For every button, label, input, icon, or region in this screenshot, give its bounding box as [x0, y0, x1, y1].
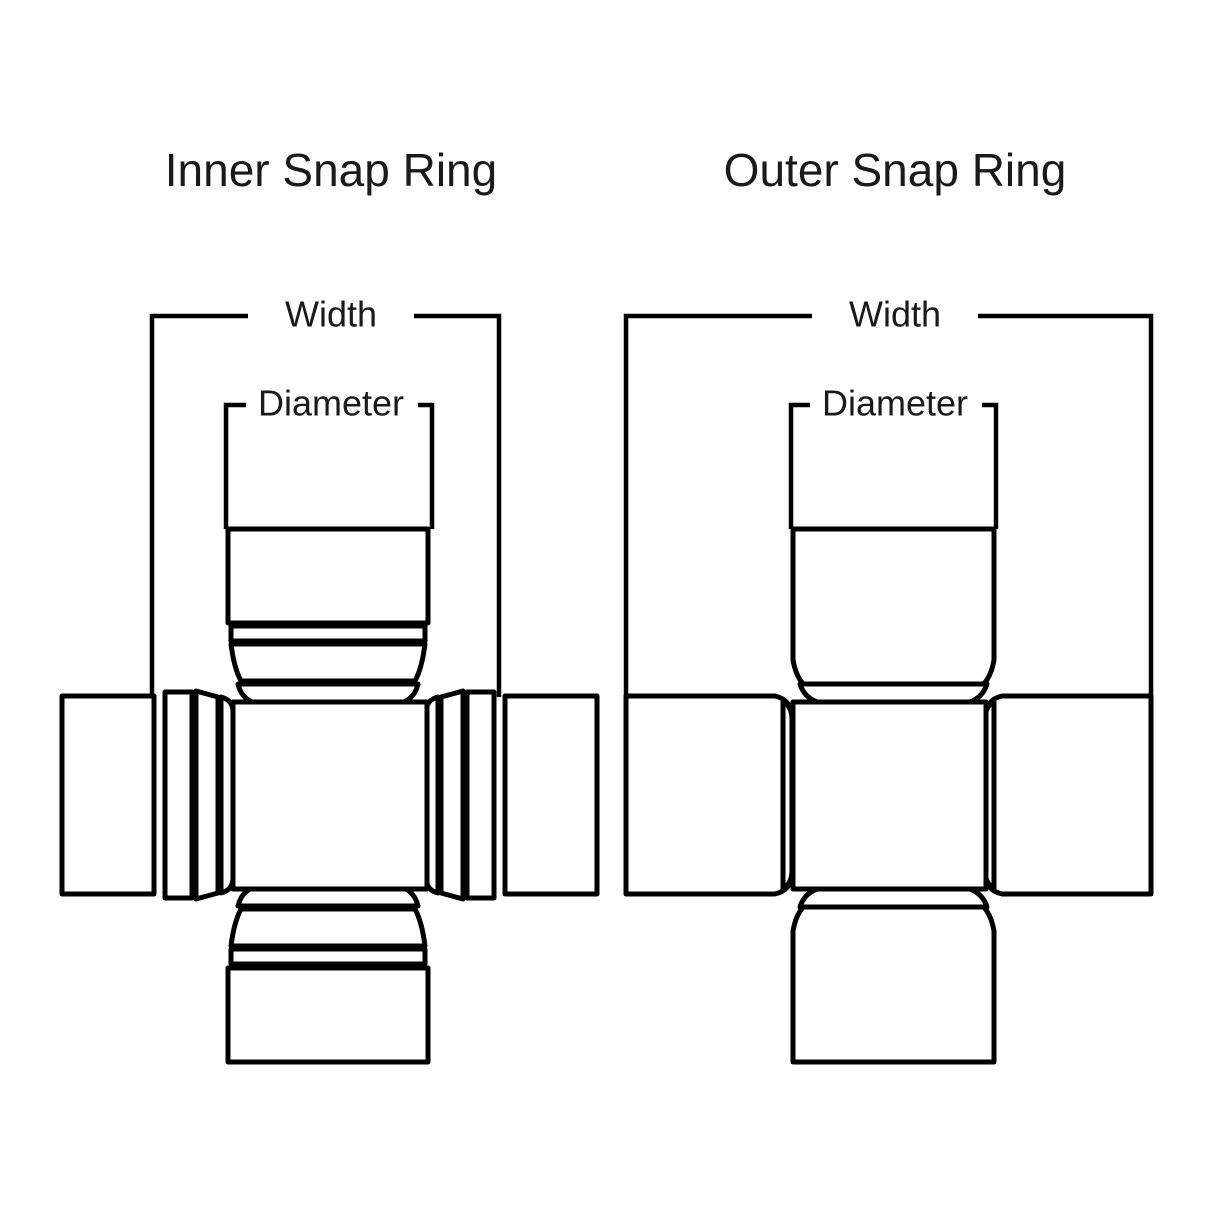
inner-bottom-collar: [228, 906, 428, 949]
inner-right-collar: [438, 688, 466, 902]
outer-center-body: [790, 699, 989, 892]
outer-width-label: Width: [849, 294, 941, 335]
outer-top-band: [797, 681, 990, 705]
inner-right-band-1: [464, 689, 497, 901]
outer-snap-ring-drawing: [623, 313, 1154, 1065]
inner-bottom-band-1: [228, 946, 428, 967]
outer-top-cap: [790, 526, 997, 694]
outer-right-cap: [982, 693, 1154, 897]
outer-bottom-cap: [790, 897, 997, 1065]
inner-top-cap: [225, 526, 431, 626]
outer-left-cap: [623, 693, 795, 897]
inner-top-band-1: [228, 623, 428, 644]
inner-left-collar: [193, 688, 221, 902]
inner-left-outer-cap: [59, 693, 157, 897]
outer-snap-ring-title: Outer Snap Ring: [724, 144, 1067, 196]
inner-width-bracket: [149, 313, 502, 697]
inner-diameter-label-backdrop: [248, 386, 418, 424]
outer-bottom-band: [797, 886, 990, 910]
inner-top-collar: [228, 641, 428, 684]
inner-width-label: Width: [285, 294, 377, 335]
inner-width-label-backdrop: [250, 296, 412, 336]
outer-width-label-backdrop: [814, 296, 976, 336]
inner-center-body: [230, 699, 430, 892]
outer-diameter-bracket: [788, 402, 999, 529]
inner-top-bearing-seat: [235, 681, 421, 705]
outer-width-bracket: [623, 313, 1154, 697]
inner-right-outer-cap: [502, 693, 600, 897]
outer-diameter-label-backdrop: [812, 386, 982, 424]
inner-left-band-1: [162, 689, 195, 901]
inner-diameter-label: Diameter: [258, 383, 404, 424]
inner-bottom-cap: [225, 965, 431, 1065]
inner-snap-ring-drawing: [59, 313, 600, 1065]
inner-snap-ring-title: Inner Snap Ring: [165, 144, 497, 196]
outer-diameter-label: Diameter: [822, 383, 968, 424]
inner-diameter-bracket: [223, 402, 435, 529]
